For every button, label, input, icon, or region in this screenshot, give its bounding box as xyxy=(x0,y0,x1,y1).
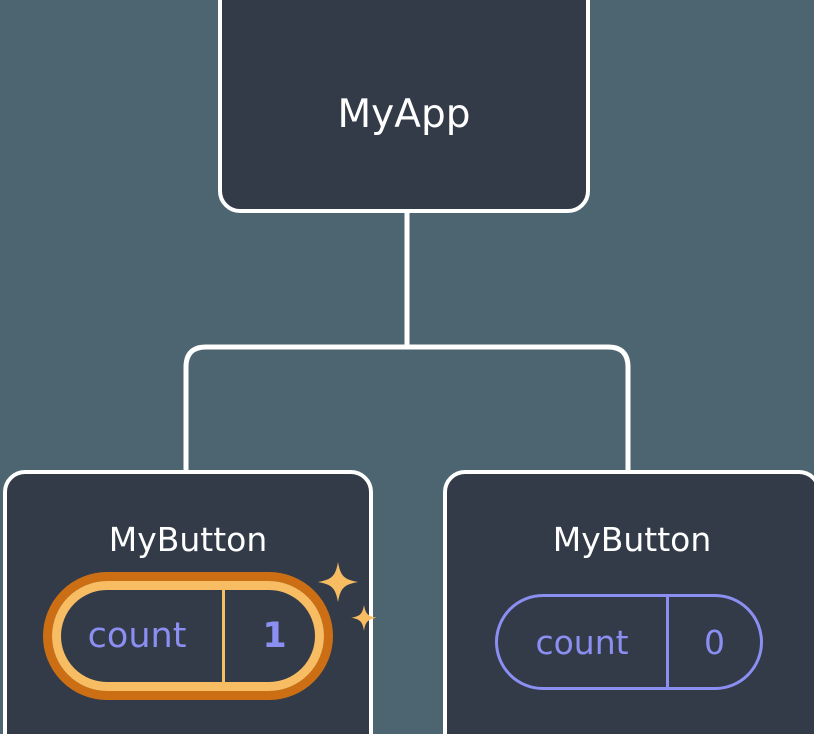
connector-branch-right xyxy=(407,344,631,470)
state-pill-right-key: count xyxy=(535,622,629,662)
state-pill-count-left[interactable]: count 1 xyxy=(43,572,333,700)
node-myapp[interactable]: MyApp xyxy=(218,0,590,213)
state-pill-left-value: 1 xyxy=(262,616,287,656)
state-pill-left-key: count xyxy=(87,616,187,656)
connector-branch-left xyxy=(183,344,407,470)
state-pill-right-value: 0 xyxy=(704,622,726,662)
state-pill-right-divider xyxy=(666,597,670,687)
node-myapp-title: MyApp xyxy=(337,92,471,137)
node-mybutton-left-title: MyButton xyxy=(108,520,268,559)
node-mybutton-right-title: MyButton xyxy=(552,520,712,559)
state-pill-left-divider xyxy=(222,581,226,691)
state-pill-count-right[interactable]: count 0 xyxy=(495,594,763,690)
